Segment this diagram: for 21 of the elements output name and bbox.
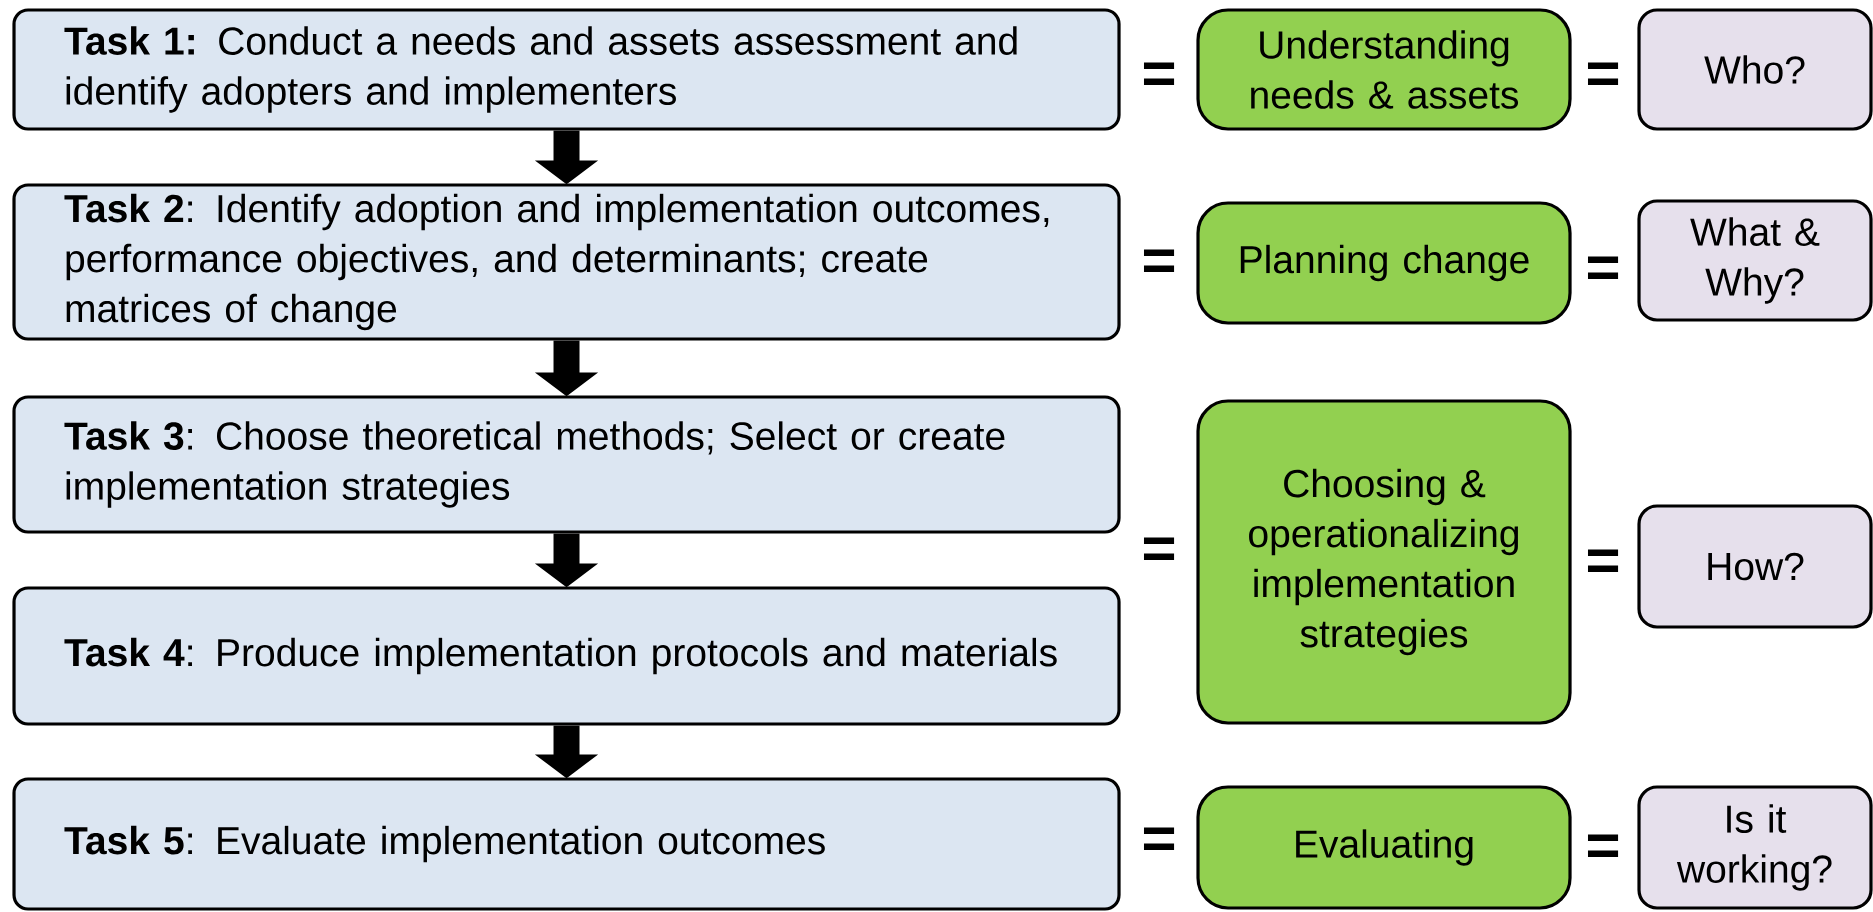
- task-box: Task 3: Choose theoretical methods; Select or create implementation strategies: [12, 395, 1121, 534]
- question-box: Who?: [1637, 8, 1873, 131]
- equals-sign: =: [1144, 537, 1175, 561]
- equals-sign: =: [1588, 256, 1619, 280]
- task-box: Task 2: Identify adoption and implementation outcomes, performance objectives, and determinants; create matrices of change: [12, 183, 1121, 341]
- stage-box: Evaluating: [1196, 785, 1572, 910]
- equals-sign: =: [1588, 549, 1619, 573]
- question-box: What & Why?: [1637, 199, 1873, 322]
- question-box: How?: [1637, 504, 1873, 629]
- equals-sign: =: [1144, 249, 1175, 273]
- stage-box: Understanding needs & assets: [1196, 8, 1572, 131]
- question-box: Is it working?: [1637, 785, 1873, 910]
- equals-sign: =: [1144, 827, 1175, 851]
- stage-box: Planning change: [1196, 201, 1572, 325]
- equals-sign: =: [1588, 834, 1619, 858]
- equals-sign: =: [1144, 62, 1175, 86]
- stage-box: Choosing & operationalizing implementation strategies: [1196, 399, 1572, 725]
- task-box: Task 5: Evaluate implementation outcomes: [12, 777, 1121, 911]
- task-box: Task 1: Conduct a needs and assets assessment and identify adopters and implementers: [12, 8, 1121, 131]
- task-box: Task 4: Produce implementation protocols and materials: [12, 586, 1121, 726]
- equals-sign: =: [1588, 62, 1619, 86]
